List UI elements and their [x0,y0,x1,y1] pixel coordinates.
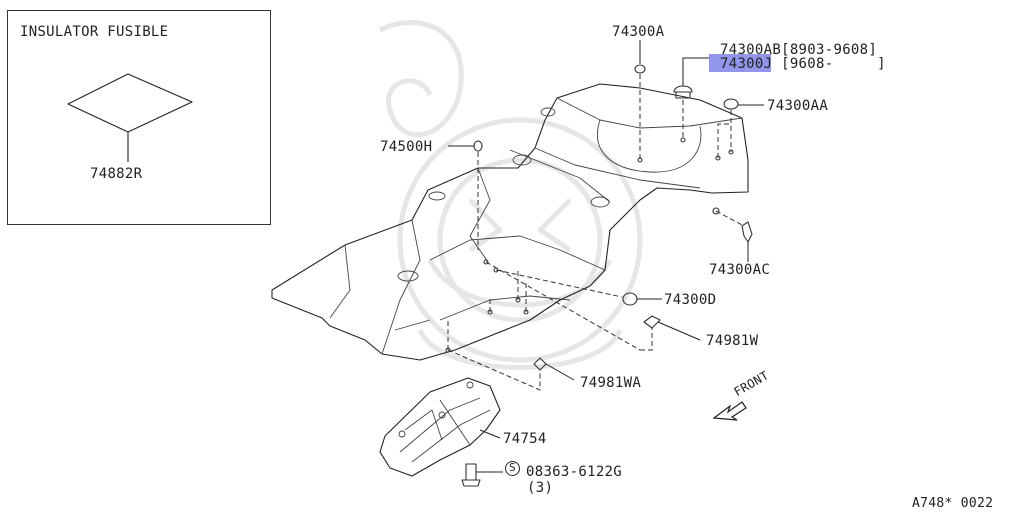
inset-title: INSULATOR FUSIBLE [20,24,169,40]
inset-frame [7,10,271,225]
label-74300ab[interactable]: 74300AB[8903-9608] [720,42,878,58]
grommet-74300aa [723,98,739,110]
watermark-emblem [378,20,643,370]
diagram-reference: A748* 0022 [912,496,994,511]
clip-74981w [643,315,661,329]
bolt-08363 [461,463,481,487]
screw-s-symbol-icon [505,461,520,476]
label-74300aa[interactable]: 74300AA [767,98,829,114]
heat-shield-ribs [398,381,491,463]
inset-part-number: 74882R [90,166,143,182]
label-74500h[interactable]: 74500H [380,139,433,155]
label-74981wa[interactable]: 74981WA [580,375,642,391]
leader-lines [448,40,764,473]
floor-holes [445,137,734,353]
label-74754[interactable]: 74754 [503,431,547,447]
clip-74300ac [741,221,753,243]
label-74300a[interactable]: 74300A [612,24,665,40]
label-quantity: (3) [527,480,554,496]
screw-s-letter: S [509,461,516,474]
label-08363-6122g[interactable]: 08363-6122G [526,464,623,480]
front-arrow-icon [712,401,747,421]
heat-shield [379,377,501,477]
label-74300j[interactable]: 74300J [9608- ] [720,56,886,72]
clip-74500h [473,140,483,152]
insulator-pad [67,73,193,133]
label-74300d[interactable]: 74300D [664,292,717,308]
assembly-dashed-lines [447,74,745,391]
grommet-74300a [634,64,646,74]
grommet-74300ab [673,85,693,99]
highlight-74300j [709,54,771,72]
label-74981w[interactable]: 74981W [706,333,759,349]
label-74300ac[interactable]: 74300AC [709,262,771,278]
floor-creases [329,97,743,355]
floor-panel [271,83,749,361]
